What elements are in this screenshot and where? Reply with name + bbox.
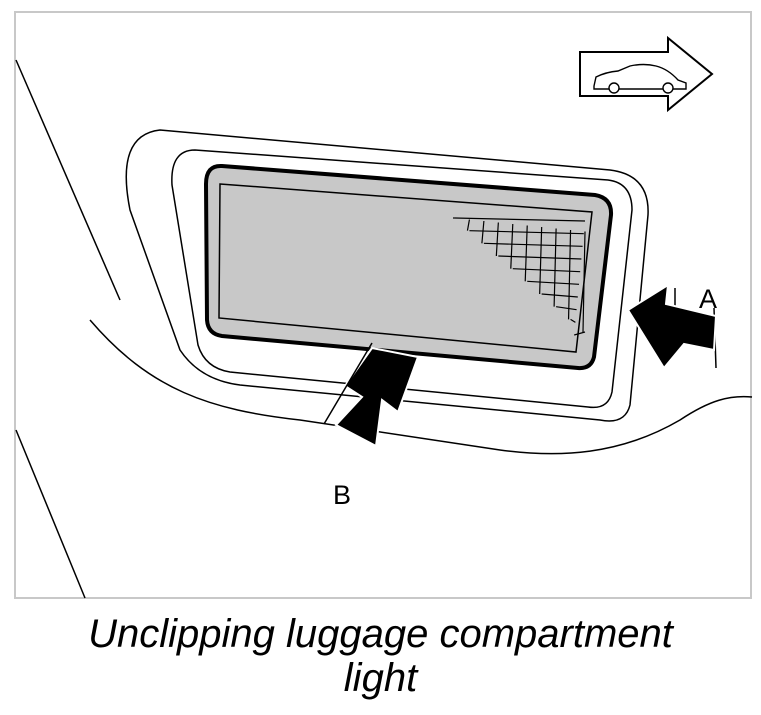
lens-grid-line [498, 255, 582, 260]
trim-panel-lower-left-edge [15, 429, 86, 599]
recess-inner-outline [171, 149, 633, 409]
lens-grid-line [570, 318, 576, 323]
lens-grid-line [556, 306, 577, 311]
lens-grid-line [454, 217, 586, 222]
lens-grid-line [527, 280, 580, 285]
arrow-b-tail-line [323, 342, 373, 425]
recess-outer-outline [125, 129, 649, 422]
lens-grid-line [481, 220, 485, 244]
caption-line-2: light [343, 656, 418, 700]
lens-grid-line [483, 242, 583, 247]
lens-grid-line [539, 226, 543, 295]
lens-grid-line [495, 222, 499, 257]
luggage-light-diagram: A B [15, 35, 753, 599]
lens-grid-line [582, 231, 586, 333]
lens-grid-line [512, 268, 581, 273]
trim-panel-left-edge [15, 59, 121, 301]
trim-panel-contour [89, 319, 753, 455]
arrow-a [626, 283, 718, 370]
light-lens-inner-edge [218, 183, 593, 353]
caption-line-1: Unclipping luggage compartment [88, 612, 673, 656]
callout-a: A [699, 284, 717, 314]
lens-grid-line [466, 219, 471, 231]
lens-grid-line [574, 331, 586, 336]
lens-grid-pattern [453, 217, 586, 336]
lens-grid-line [567, 229, 572, 320]
lens-grid-line [541, 293, 578, 298]
vehicle-front-direction-icon [579, 35, 714, 113]
light-lens-frame [203, 163, 614, 371]
lens-grid-line [524, 225, 528, 282]
callout-b: B [333, 480, 351, 510]
lens-grid-line [553, 228, 557, 307]
arrow-b [334, 346, 420, 448]
lens-grid-line [510, 223, 514, 269]
figure-caption: Unclipping luggage compartment light [0, 612, 761, 700]
